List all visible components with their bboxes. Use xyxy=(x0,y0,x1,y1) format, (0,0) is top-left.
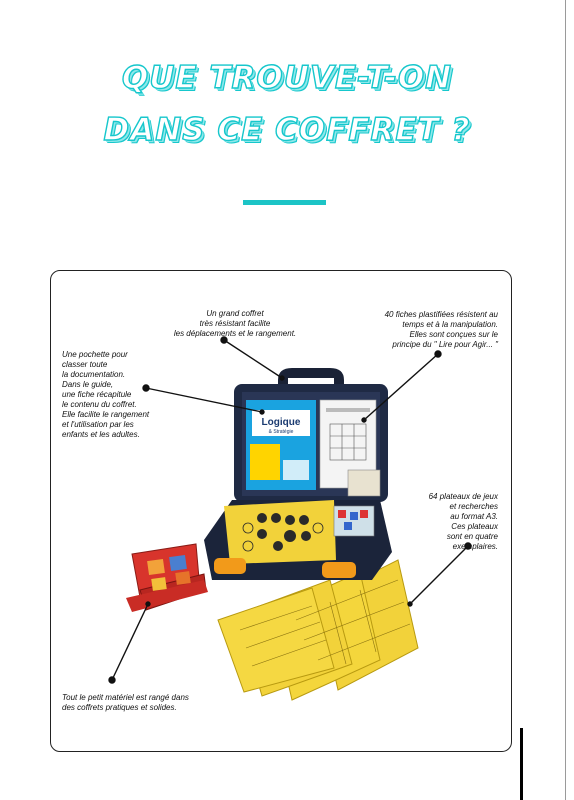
page-title-line-1: QUE TROUVE-T-ON xyxy=(121,59,453,96)
page-title-line-2: DANS CE COFFRET ? xyxy=(103,111,471,148)
page-edge-rule xyxy=(565,0,566,800)
caption-coffret: Un grand coffret très résistant facilite… xyxy=(173,309,297,338)
caption-fiches: 40 fiches plastifiées résistent au temps… xyxy=(384,310,498,349)
leader-lines xyxy=(108,336,472,684)
caption-materiel: Tout le petit matériel est rangé dans de… xyxy=(62,693,189,712)
small-material-box xyxy=(126,543,208,612)
content-panel xyxy=(50,270,512,752)
caption-pochette: Une pochette pour classer toute la docum… xyxy=(62,350,150,439)
booklet-subtitle: & Stratégie xyxy=(269,429,294,435)
game-boards xyxy=(217,559,419,701)
booklet-title: Logique xyxy=(262,417,301,428)
briefcase: Logique & Stratégie xyxy=(204,368,392,580)
title-underline xyxy=(243,200,326,205)
caption-plateaux: 64 plateaux de jeux et recherches au for… xyxy=(428,492,498,551)
page-edge-bar xyxy=(520,728,523,800)
